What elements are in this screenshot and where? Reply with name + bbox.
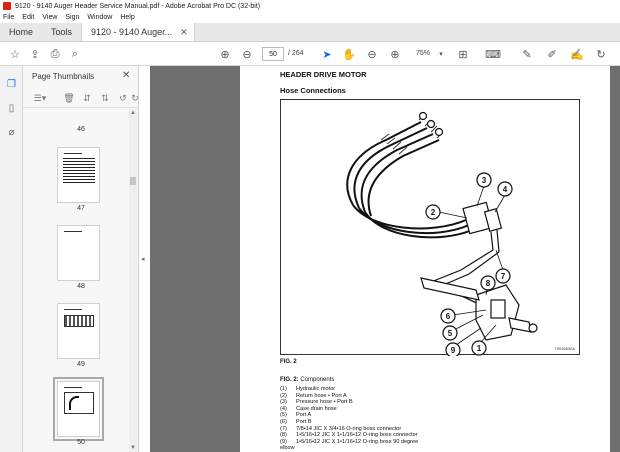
- rotate-clockwise-icon[interactable]: ↻: [131, 92, 139, 103]
- scrollbar-thumb[interactable]: [130, 177, 136, 185]
- highlight-pen-icon[interactable]: ✐: [547, 48, 557, 61]
- delete-page-icon[interactable]: 🗑: [63, 92, 75, 103]
- toolbar: ☆ ⇪ ⎙ ⌕ ⊕ ⊖ 50 / 264 ➤ ✋ ⊖ ⊕ 75% ▾ ⊞ ⌨ ✎…: [0, 42, 620, 66]
- menu-edit[interactable]: Edit: [22, 14, 35, 21]
- scroll-down-arrow-icon[interactable]: ▼: [130, 445, 136, 451]
- thumbnail-label: 49: [77, 361, 85, 368]
- page-number-input[interactable]: 50: [262, 47, 284, 61]
- callout-7: 7: [501, 272, 506, 281]
- figure-code: 70016830A: [554, 346, 575, 351]
- left-navigation-rail: ❐ ▯ ⌀: [0, 66, 23, 452]
- page-total: / 264: [288, 50, 304, 57]
- callout-2: 2: [431, 208, 436, 217]
- bookmarks-icon[interactable]: ▯: [8, 103, 15, 114]
- thumbnail-page[interactable]: [57, 147, 100, 203]
- attachments-paperclip-icon[interactable]: ⌀: [8, 127, 15, 138]
- hand-tool-icon[interactable]: ✋: [342, 48, 356, 61]
- callout-4: 4: [503, 185, 508, 194]
- tab-tools[interactable]: Tools: [51, 27, 73, 37]
- thumbnail-label: 47: [77, 205, 85, 212]
- previous-page-icon[interactable]: ⊕: [220, 48, 230, 61]
- acrobat-logo-icon: [3, 2, 11, 10]
- menu-file[interactable]: File: [3, 14, 15, 21]
- bookmark-star-icon[interactable]: ☆: [10, 48, 20, 61]
- zoom-out-icon[interactable]: ⊖: [367, 48, 377, 61]
- print-icon[interactable]: ⎙: [50, 47, 60, 60]
- thumbnail-page[interactable]: [57, 225, 100, 281]
- thumbnail-scrollbar[interactable]: ▲ ▼: [129, 109, 137, 452]
- zoom-dropdown-chevron-icon[interactable]: ▾: [439, 51, 443, 58]
- collapse-panel-arrow-icon[interactable]: ◂: [141, 256, 145, 263]
- page-thumbnails-panel: Page Thumbnails ✕ ☰▾ 🗑 ⇵ ⇅ ↺ ↻ 46 47 48 …: [23, 66, 139, 452]
- tab-document[interactable]: 9120 - 9140 Auger... ✕: [81, 23, 195, 41]
- scroll-up-arrow-icon[interactable]: ▲: [130, 110, 136, 116]
- caption-label: FIG. 2:: [280, 377, 299, 383]
- pdf-page: HEADER DRIVE MOTOR Hose Connections: [240, 66, 610, 452]
- close-panel-icon[interactable]: ✕: [122, 70, 131, 81]
- menu-view[interactable]: View: [42, 14, 58, 21]
- keyboard-icon[interactable]: ⌨: [485, 48, 501, 61]
- callout-9: 9: [451, 346, 456, 355]
- fit-page-icon[interactable]: ⊞: [458, 48, 468, 61]
- thumbnail-label: 50: [77, 439, 85, 446]
- tab-document-label: 9120 - 9140 Auger...: [91, 27, 173, 37]
- tab-home[interactable]: Home: [9, 27, 34, 37]
- zoom-level[interactable]: 75%: [416, 50, 431, 57]
- title-bar: 9120 - 9140 Auger Header Service Manual.…: [0, 0, 620, 12]
- callout-3: 3: [482, 176, 487, 185]
- panel-title: Page Thumbnails: [32, 72, 95, 81]
- share-icon[interactable]: ↻: [596, 48, 606, 61]
- menu-sign[interactable]: Sign: [65, 14, 80, 21]
- extract-page-icon[interactable]: ⇅: [101, 92, 109, 103]
- thumbnail-page-current[interactable]: [53, 377, 104, 441]
- callout-1: 1: [477, 344, 482, 353]
- page-heading: HEADER DRIVE MOTOR: [280, 70, 367, 79]
- menu-help[interactable]: Help: [120, 14, 135, 21]
- menu-bar: File Edit View Sign Window Help: [0, 12, 620, 23]
- figure-diagram: 3 4 2 7 8 5 1 6 9 70016830A: [280, 99, 580, 358]
- callout-6: 6: [446, 312, 451, 321]
- page-thumbnails-icon[interactable]: ❐: [7, 79, 16, 90]
- hydraulic-hose-illustration: 3 4 2 7 8 5 1 6 9: [346, 111, 538, 358]
- sign-icon[interactable]: ✍: [570, 48, 584, 61]
- thumbnail-label: 48: [77, 283, 85, 290]
- tab-bar: Home Tools 9120 - 9140 Auger... ✕: [0, 23, 620, 42]
- thumbnail-list: 46 47 48 49 50: [23, 109, 139, 452]
- insert-page-icon[interactable]: ⇵: [83, 92, 91, 103]
- callout-5: 5: [448, 329, 453, 338]
- select-cursor-icon[interactable]: ➤: [322, 48, 332, 61]
- close-tab-icon[interactable]: ✕: [180, 26, 188, 37]
- page-subheading: Hose Connections: [280, 86, 346, 95]
- comment-icon[interactable]: ✎: [522, 48, 532, 61]
- figure-caption: FIG. 2: Components: [280, 377, 334, 383]
- callout-8: 8: [486, 279, 491, 288]
- panel-toolbar: ☰▾ 🗑 ⇵ ⇅ ↺ ↻: [23, 88, 139, 108]
- thumbnail-label: 46: [77, 126, 85, 133]
- zoom-in-icon[interactable]: ⊕: [390, 48, 400, 61]
- thumbnail-page[interactable]: [57, 303, 100, 359]
- caption-text: Components: [300, 377, 335, 383]
- upload-cloud-icon[interactable]: ⇪: [30, 48, 40, 61]
- search-icon[interactable]: ⌕: [71, 47, 79, 60]
- menu-window[interactable]: Window: [87, 14, 113, 21]
- options-menu-icon[interactable]: ☰▾: [33, 92, 47, 103]
- rotate-page-icon[interactable]: ↺: [119, 92, 127, 103]
- next-page-icon[interactable]: ⊖: [242, 48, 252, 61]
- document-viewport[interactable]: HEADER DRIVE MOTOR Hose Connections: [150, 66, 620, 452]
- window-title: 9120 - 9140 Auger Header Service Manual.…: [15, 2, 261, 10]
- figure-label: FIG. 2: [280, 359, 297, 365]
